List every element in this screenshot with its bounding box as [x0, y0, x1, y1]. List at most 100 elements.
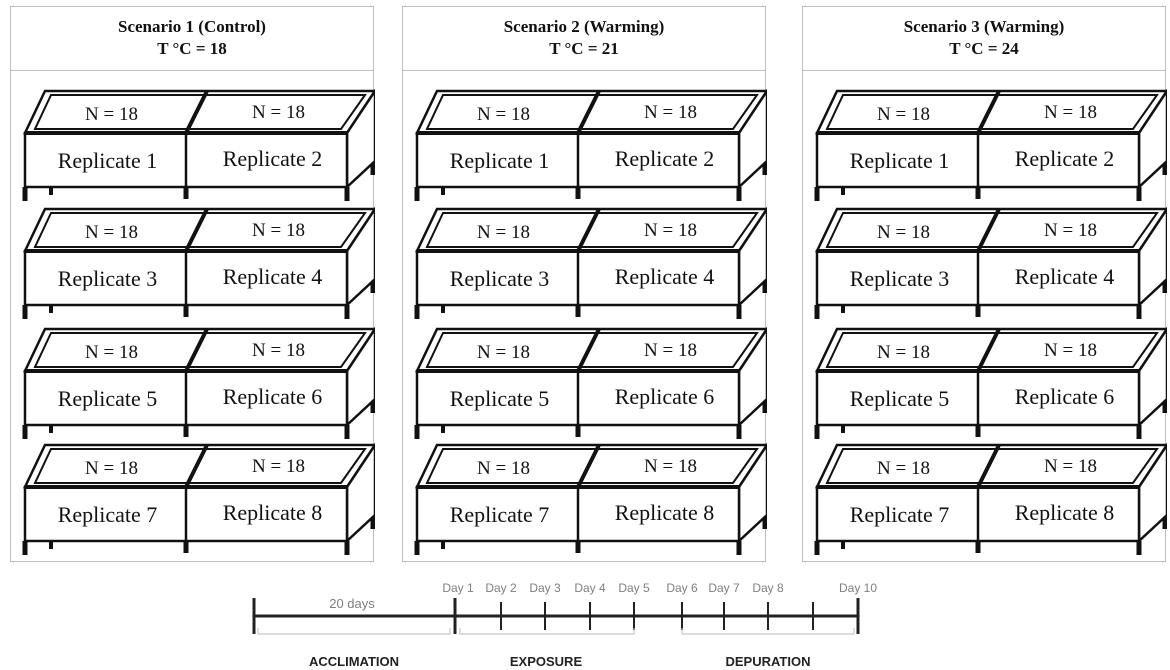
tank-top: [23, 207, 378, 253]
tank-top: [815, 443, 1170, 489]
replicate-label: Replicate 7: [450, 502, 550, 527]
tank-top: [815, 327, 1170, 373]
tank-top-inner: [825, 448, 1159, 484]
tank-count: N = 18: [252, 456, 305, 477]
replicate-label: Replicate 8: [615, 500, 715, 525]
tank-count: N = 18: [877, 342, 930, 363]
tank-top: [815, 207, 1170, 253]
tank-top-divider: [576, 208, 601, 252]
replicate-label: Replicate 1: [850, 148, 950, 173]
day-label: Day 7: [708, 581, 740, 595]
tank-top-divider: [184, 208, 209, 252]
tank-top-divider: [576, 90, 601, 134]
replicate-label: Replicate 5: [850, 386, 950, 411]
exposure-label: EXPOSURE: [510, 654, 583, 669]
tank-top-inner: [425, 212, 759, 248]
tank-top-inner: [33, 94, 367, 130]
depuration-label: DEPURATION: [726, 654, 811, 669]
acclimation-label: ACCLIMATION: [309, 654, 399, 669]
replicate-label: Replicate 5: [450, 386, 550, 411]
tank-top-inner: [425, 94, 759, 130]
tank-top: [815, 89, 1170, 135]
tank-count: N = 18: [644, 220, 697, 241]
tank-top-divider: [976, 90, 1001, 134]
acclimation-duration: 20 days: [329, 596, 375, 611]
day-label: Day 6: [666, 581, 698, 595]
tanks-svg: N = 18 N = 18 Replicate 1 Replicate 2 N = 18…: [814, 86, 1170, 555]
replicate-label: Replicate 5: [58, 386, 158, 411]
replicate-label: Replicate 3: [58, 266, 158, 291]
tank-top-divider: [976, 328, 1001, 372]
tank-top: [415, 207, 770, 253]
tank-count: N = 18: [1044, 340, 1097, 361]
replicate-label: Replicate 4: [1015, 264, 1115, 289]
tank-count: N = 18: [1044, 456, 1097, 477]
tank-count: N = 18: [477, 104, 530, 125]
tank-count: N = 18: [477, 458, 530, 479]
acclimation-bracket: [257, 628, 451, 635]
replicate-label: Replicate 2: [223, 146, 323, 171]
scenario-temperature: T °C = 18: [157, 39, 227, 58]
tank-top-divider: [576, 444, 601, 488]
tank-count: N = 18: [477, 222, 530, 243]
tank-top-inner: [825, 94, 1159, 130]
day-label: Day 2: [485, 581, 517, 595]
tank-pair: N = 18 N = 18 Replicate 3 Replicate 4: [414, 204, 770, 319]
tank-top-divider: [184, 328, 209, 372]
replicate-label: Replicate 3: [850, 266, 950, 291]
tank-top: [415, 327, 770, 373]
tank-top-inner: [825, 332, 1159, 368]
replicate-label: Replicate 3: [450, 266, 550, 291]
day-label: Day 3: [529, 581, 561, 595]
tank-count: N = 18: [1044, 220, 1097, 241]
tank-top-divider: [976, 208, 1001, 252]
tank-count: N = 18: [252, 102, 305, 123]
tank-count: N = 18: [252, 220, 305, 241]
replicate-label: Replicate 2: [615, 146, 715, 171]
tank-count: N = 18: [85, 104, 138, 125]
exposure-bracket: [459, 628, 635, 635]
replicate-label: Replicate 4: [615, 264, 715, 289]
tank-count: N = 18: [877, 104, 930, 125]
tank-top-divider: [184, 90, 209, 134]
tank-count: N = 18: [477, 342, 530, 363]
scenario-temperature: T °C = 21: [549, 39, 619, 58]
tank-count: N = 18: [85, 342, 138, 363]
tank-top-inner: [425, 448, 759, 484]
day-label: Day 8: [752, 581, 784, 595]
tank-pair: N = 18 N = 18 Replicate 3 Replicate 4: [814, 204, 1170, 319]
tank-top-inner: [825, 212, 1159, 248]
scenario-temperature: T °C = 24: [949, 39, 1019, 58]
scenario-header: Scenario 3 (Warming) T °C = 24: [803, 7, 1165, 71]
replicate-label: Replicate 7: [850, 502, 950, 527]
tank-top-inner: [33, 212, 367, 248]
tank-top-inner: [33, 448, 367, 484]
tank-count: N = 18: [877, 458, 930, 479]
tank-count: N = 18: [85, 222, 138, 243]
tank-top-divider: [576, 328, 601, 372]
replicate-label: Replicate 4: [223, 264, 323, 289]
tank-count: N = 18: [877, 222, 930, 243]
tank-top: [23, 327, 378, 373]
scenario-header: Scenario 1 (Control) T °C = 18: [11, 7, 373, 71]
tank-top: [23, 89, 378, 135]
tank-top: [415, 89, 770, 135]
replicate-label: Replicate 2: [1015, 146, 1115, 171]
day-label: Day 10: [839, 581, 877, 595]
scenario-header: Scenario 2 (Warming) T °C = 21: [403, 7, 765, 71]
scenario-title: Scenario 1 (Control): [118, 17, 266, 36]
tank-top: [415, 443, 770, 489]
